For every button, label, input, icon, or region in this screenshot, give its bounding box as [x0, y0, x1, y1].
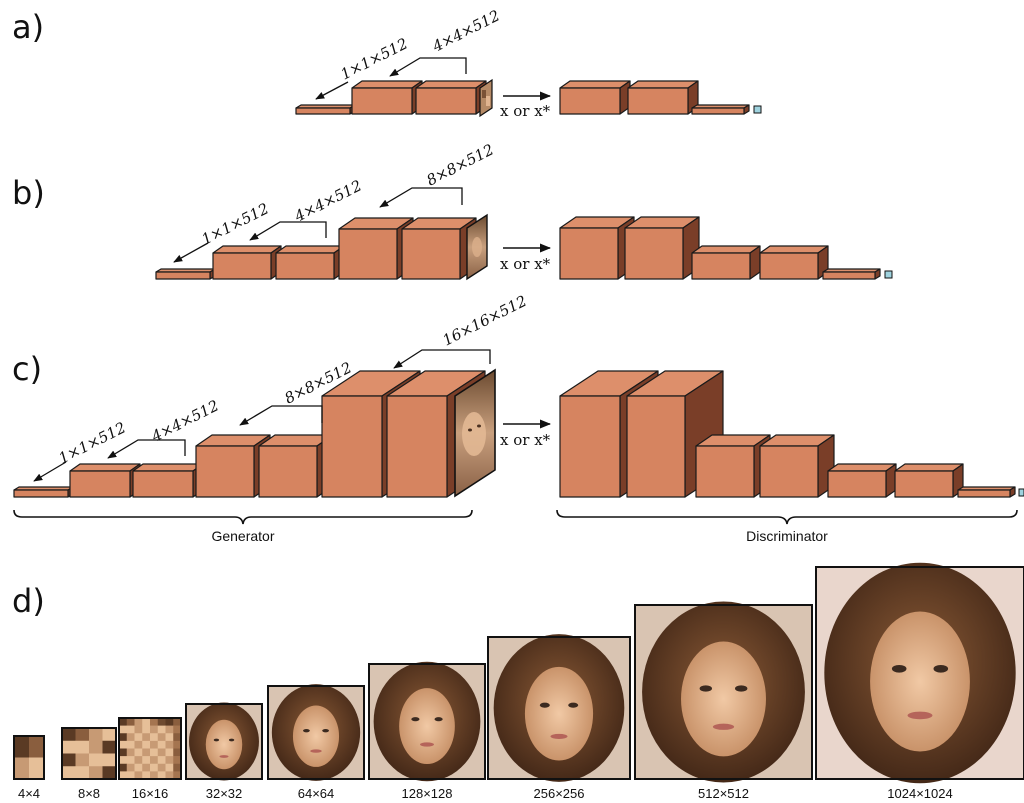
panel-d-label: d) — [12, 582, 45, 620]
gen-a-conv-1 — [351, 80, 423, 115]
arrow-label-c: x or x* — [500, 431, 551, 449]
generated-image-8x8 — [466, 213, 488, 281]
discriminator-output-c — [1018, 488, 1024, 497]
dis-b-conv-3 — [691, 245, 761, 280]
face-sample — [118, 717, 182, 780]
generator-brace — [13, 509, 473, 525]
arrow-8x8-c — [239, 405, 323, 426]
face-sample — [634, 601, 813, 783]
dis-c-conv-3 — [695, 434, 771, 498]
dim-label-8x8-b: 8×8×512 — [424, 140, 497, 189]
arrow-4x4-b — [249, 221, 327, 241]
gen-c-latent — [13, 486, 74, 498]
discriminator-label: Discriminator — [746, 528, 828, 544]
dim-label-1x1-a: 1×1×512 — [338, 34, 411, 83]
dis-c-conv-5 — [827, 463, 897, 498]
dis-c-conv-6 — [894, 463, 964, 498]
panel-b-label: b) — [12, 174, 45, 212]
dim-label-16x16-c: 16×16×512 — [440, 292, 530, 350]
dim-label-4x4-a: 4×4×512 — [429, 6, 503, 56]
gen-a-latent — [295, 104, 356, 115]
gen-c-conv-2 — [132, 463, 204, 498]
gen-b-conv-2 — [275, 245, 345, 280]
gen-a-conv-2 — [415, 80, 487, 115]
resolution-label: 8×8 — [78, 786, 100, 801]
arrow-1x1-a — [315, 81, 349, 100]
gen-c-conv-1 — [69, 463, 141, 498]
arrow-16x16-c — [393, 349, 491, 369]
resolution-label: 128×128 — [402, 786, 453, 801]
gen-b-latent — [155, 268, 216, 280]
resolution-label: 32×32 — [206, 786, 243, 801]
arrow-4x4-c — [107, 439, 186, 459]
face-sample — [13, 735, 45, 780]
resolution-label: 64×64 — [298, 786, 335, 801]
resolution-label: 4×4 — [18, 786, 40, 801]
resolution-label: 1024×1024 — [887, 786, 952, 801]
dis-a-conv-1 — [559, 80, 631, 115]
resolution-label: 256×256 — [534, 786, 585, 801]
network-blocks — [13, 80, 1016, 498]
gen-b-conv-4 — [401, 217, 477, 280]
panel-a-label: a) — [12, 8, 44, 46]
dis-c-fc — [957, 486, 1016, 498]
generated-image-4x4 — [479, 78, 493, 118]
face-sample — [267, 684, 365, 781]
face-samples-row: 4×4 8×8 16×16 32×32 64×64 128×128 256×256 512×5… — [13, 562, 1024, 801]
dis-b-conv-1 — [559, 216, 635, 280]
arrow-4x4-a — [389, 57, 467, 77]
face-sample — [185, 702, 263, 781]
arrow-label-b: x or x* — [500, 255, 551, 273]
face-sample — [487, 634, 631, 782]
dis-b-conv-4 — [759, 245, 829, 280]
face-sample — [815, 562, 1024, 784]
arrow-1x1-b — [173, 242, 209, 263]
dim-label-1x1-b: 1×1×512 — [199, 199, 272, 248]
dis-c-conv-2 — [626, 370, 724, 498]
arrow-8x8-b — [379, 187, 463, 208]
panel-c-annotations: 1×1×512 4×4×512 8×8×512 16×16×512 x or x… — [13, 292, 1018, 544]
discriminator-output-a — [753, 105, 762, 114]
generator-label: Generator — [211, 528, 274, 544]
gen-b-conv-1 — [212, 245, 282, 280]
face-sample — [368, 661, 486, 782]
resolution-label: 16×16 — [132, 786, 169, 801]
resolution-label: 512×512 — [698, 786, 749, 801]
arrow-1x1-c — [33, 461, 67, 482]
arrow-label-a: x or x* — [500, 102, 551, 120]
panel-c-label: c) — [12, 350, 42, 388]
dis-a-conv-2 — [627, 80, 699, 115]
generated-thumbnails — [454, 78, 496, 498]
dis-b-fc — [822, 268, 881, 280]
generated-image-16x16 — [454, 368, 496, 498]
dim-label-1x1-c: 1×1×512 — [56, 418, 129, 467]
discriminator-brace — [556, 509, 1018, 525]
discriminator-output-b — [884, 270, 893, 279]
dis-b-conv-2 — [624, 216, 700, 280]
dis-c-conv-4 — [759, 434, 835, 498]
face-sample — [61, 727, 117, 780]
dis-a-fc — [691, 104, 750, 115]
